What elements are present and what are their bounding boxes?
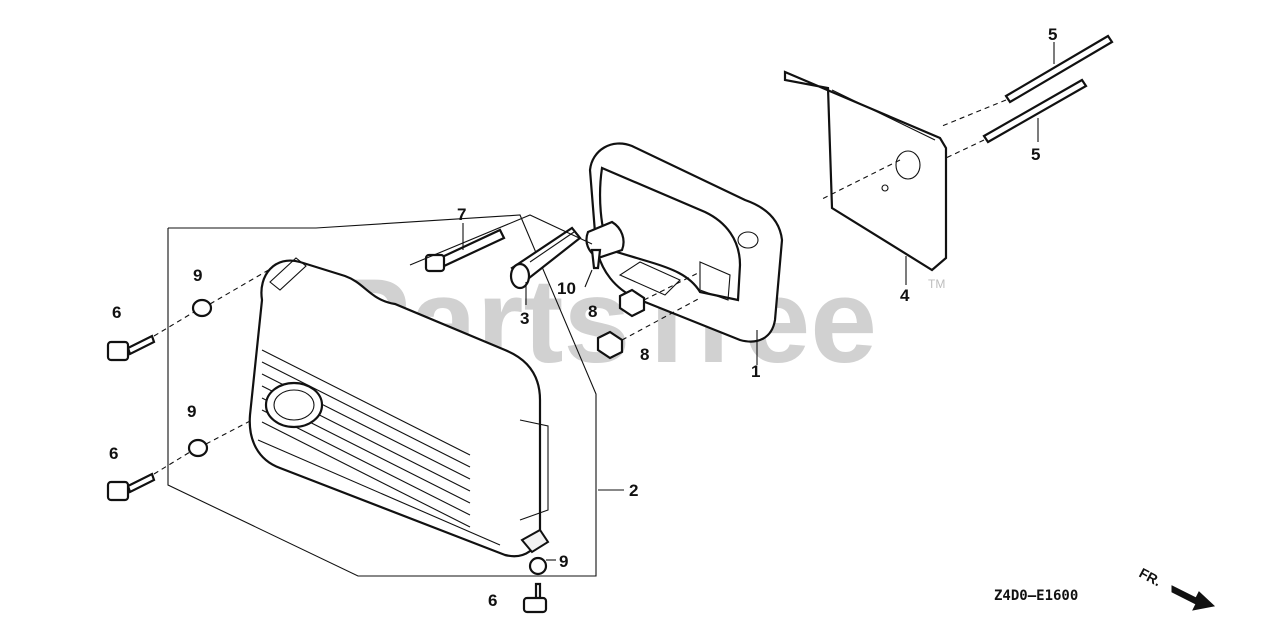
muffler[interactable] [585,142,784,343]
flange-nut-lower[interactable] [596,330,624,360]
callout-2: 2 [629,481,638,500]
callout-4: 4 [900,286,910,305]
callout-8-upper: 8 [588,302,597,321]
muffler-plate[interactable] [783,70,948,272]
callout-6-upper: 6 [112,303,121,322]
flange-bolt-7[interactable] [424,228,506,273]
collar-upper[interactable] [191,298,213,318]
front-arrow-icon [1171,585,1216,611]
callout-3: 3 [520,309,529,328]
stud-bolt-lower[interactable] [982,78,1088,144]
callout-6-lower: 6 [488,591,497,610]
flange-bolt-6-lower[interactable] [522,582,548,614]
protector-bracket [167,214,597,577]
flange-bolt-6-middle[interactable] [106,472,156,502]
front-direction-marker: FR. [1137,565,1216,611]
flange-nut-upper[interactable] [618,288,646,318]
callout-5-lower: 5 [1031,145,1040,164]
stud-bolt-upper[interactable] [1004,34,1114,104]
collar-lower[interactable] [528,556,548,576]
callout-8-lower: 8 [640,345,649,364]
callout-6-middle: 6 [109,444,118,463]
collar-middle[interactable] [187,438,209,458]
flange-bolt-6-upper[interactable] [106,334,156,362]
callout-9-lower: 9 [559,552,568,571]
watermark-trademark: TM [928,277,945,291]
front-label: FR. [1137,565,1164,590]
screw-10[interactable] [590,248,602,270]
callout-9-middle: 9 [187,402,196,421]
callout-10: 10 [557,279,576,298]
callout-1: 1 [751,362,760,381]
callout-5-upper: 5 [1048,25,1057,44]
leader-lines [462,42,1055,561]
callout-7: 7 [457,205,466,224]
diagram-code: Z4D0—E1600 [994,588,1078,604]
callout-9-upper: 9 [193,266,202,285]
callout-labels: 1 2 3 4 5 5 6 6 6 7 8 8 9 9 9 10 [109,25,1057,610]
muffler-protector[interactable] [248,257,550,558]
